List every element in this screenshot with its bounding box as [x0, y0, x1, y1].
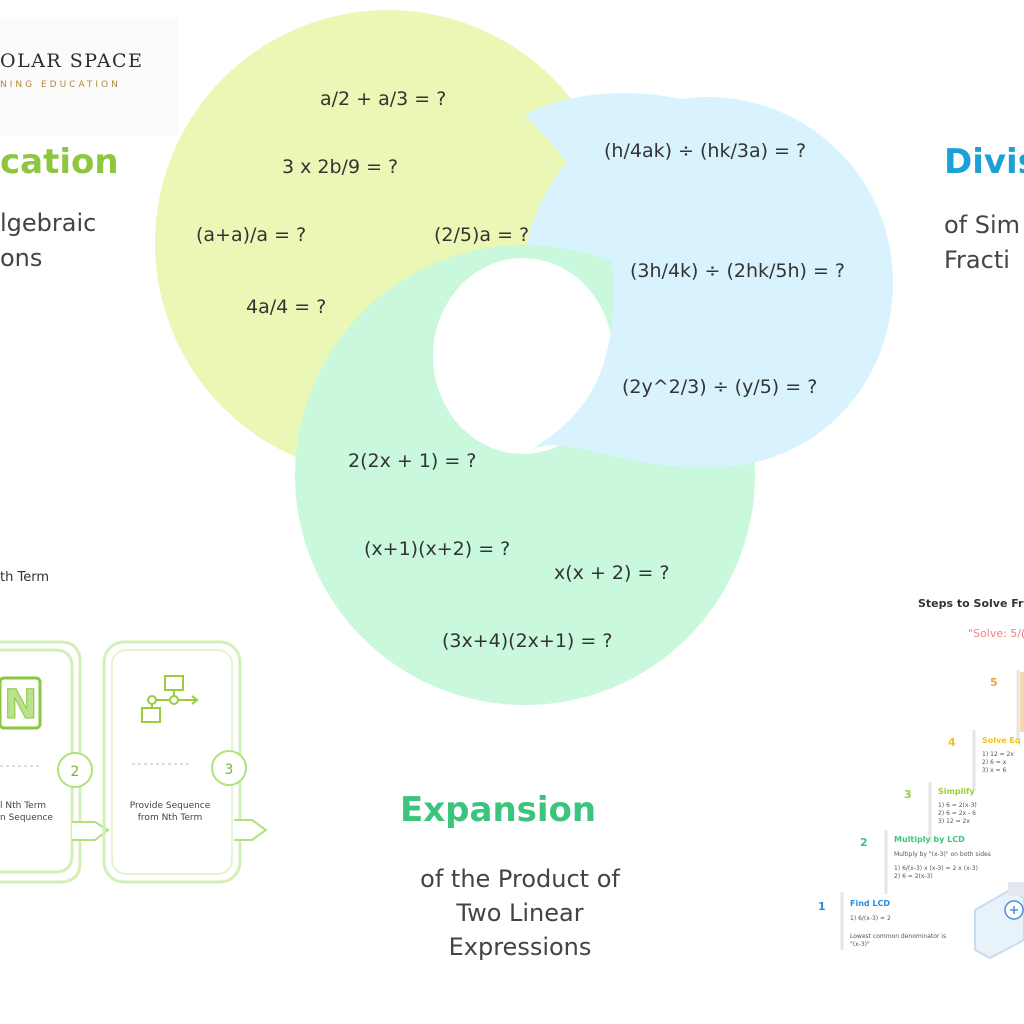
nth-term-title: th Term [0, 570, 49, 585]
equation-yellow-1: a/2 + a/3 = ? [320, 88, 447, 110]
equation-green-2: (x+1)(x+2) = ? [364, 538, 511, 560]
arrow-right-icon [72, 821, 110, 841]
logo-subtitle: NING EDUCATION [0, 80, 121, 90]
expansion-title: Expansion [400, 790, 597, 830]
step4-line1: 1) 12 = 2x [982, 751, 1014, 758]
step2-line3: 2) 6 = 2(x-3) [894, 873, 933, 880]
badge-3 [211, 750, 247, 786]
step2-line2: n Sequence [0, 813, 53, 823]
equation-yellow-5: 4a/4 = ? [246, 296, 327, 318]
division-desc-line2: Fracti [944, 246, 1010, 274]
badge-2-label: 2 [71, 764, 80, 780]
step1-line2: Lowest common denominator is [850, 933, 946, 940]
step1-line3: "(x-3)" [850, 941, 870, 948]
step1-number: 1 [818, 900, 826, 913]
multiplication-desc-line2: ons [0, 244, 43, 272]
step3-line2: from Nth Term [138, 813, 202, 823]
multiplication-desc-line1: lgebraic [0, 209, 97, 237]
equation-yellow-4: (2/5)a = ? [434, 224, 530, 246]
step3-line1: 1) 6 = 2(x-3) [938, 802, 977, 809]
step2-line1: l Nth Term [0, 801, 46, 811]
logo-title: OLAR SPACE [0, 50, 144, 72]
flowchart-icon [141, 675, 199, 723]
step2-label: Multiply by LCD [894, 835, 965, 844]
step2-number: 2 [860, 836, 868, 849]
equation-green-1: 2(2x + 1) = ? [348, 450, 477, 472]
equation-blue-1: (h/4ak) ÷ (hk/3a) = ? [604, 140, 807, 162]
step4-label: Solve Eq [982, 736, 1021, 745]
arrow-right-icon-2 [234, 819, 268, 841]
nth-term-flow: N 2 l Nth Term n Sequence 3 Provide Sequ… [0, 640, 268, 884]
equation-green-4: (3x+4)(2x+1) = ? [442, 630, 613, 652]
step3-number: 3 [904, 788, 912, 801]
center-hole [433, 258, 613, 454]
letter-n-icon [0, 676, 42, 730]
equation-yellow-2: 3 x 2b/9 = ? [282, 156, 399, 178]
division-desc-line1: of Sim [944, 211, 1021, 239]
blue-overlap [525, 93, 893, 468]
svg-text:N: N [4, 682, 37, 728]
step3-line1: Provide Sequence [130, 801, 211, 811]
equation-yellow-3: (a+a)/a = ? [196, 224, 307, 246]
fraction-steps-staircase: 5 4 Solve Eq 1) 12 = 2x 2) 6 = x 3) x = … [818, 670, 1024, 960]
step2-line2: 1) 6/(x-3) x (x-3) = 2 x (x-3) [894, 865, 978, 872]
expansion-desc-line3: Expressions [448, 933, 592, 961]
step3-line2: 2) 6 = 2x - 6 [938, 810, 976, 817]
expansion-desc-line1: of the Product of [420, 865, 620, 893]
step1-label: Find LCD [850, 899, 890, 908]
division-title: Divis [944, 142, 1024, 182]
step2-line1: Multiply by "(x-3)" on both sides [894, 851, 991, 858]
step5-number: 5 [990, 676, 998, 689]
equation-blue-2: (3h/4k) ÷ (2hk/5h) = ? [630, 260, 846, 282]
logo-background [0, 18, 178, 136]
expansion-desc-line2: Two Linear [456, 899, 584, 927]
step4-line3: 3) x = 6 [982, 767, 1006, 774]
fraction-steps-subtitle: "Solve: 5/( [968, 627, 1024, 640]
step4-number: 4 [948, 736, 956, 749]
equation-blue-3: (2y^2/3) ÷ (y/5) = ? [622, 376, 818, 398]
step3-label: Simplify [938, 787, 976, 796]
fraction-steps-title: Steps to Solve Fr [918, 597, 1024, 610]
badge-2 [57, 752, 93, 788]
step3-line3: 3) 12 = 2x [938, 818, 970, 825]
tablet-plus-icon [974, 882, 1024, 960]
multiplication-title: cation [0, 142, 119, 182]
equation-green-3: x(x + 2) = ? [554, 562, 670, 584]
step4-line2: 2) 6 = x [982, 759, 1007, 766]
badge-3-label: 3 [225, 762, 234, 778]
step1-line1: 1) 6/(x-3) = 2 [850, 915, 891, 922]
